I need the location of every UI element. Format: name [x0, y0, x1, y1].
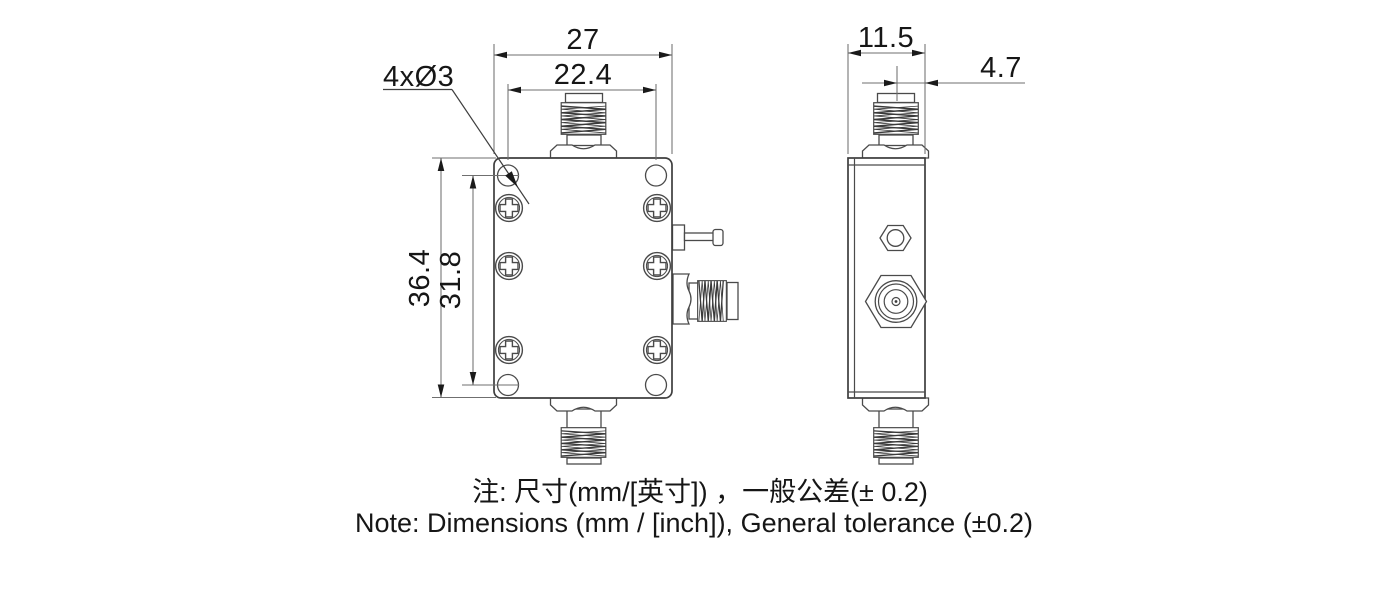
connector-cap	[726, 281, 739, 321]
connector-threads	[560, 102, 607, 135]
front-body-outline	[493, 157, 673, 399]
side-bottom-sma-connector	[861, 397, 930, 465]
side-dimensions: 11.5 4.7	[847, 22, 1025, 154]
dim-hole-spacing-h: 22.4	[554, 59, 612, 91]
connector-threads	[560, 427, 607, 458]
pin-base	[671, 224, 686, 251]
connector-threads	[697, 280, 727, 322]
sma-center-pin	[894, 300, 898, 303]
pin-rod	[683, 232, 715, 242]
pin-hole	[886, 229, 905, 247]
phillips-screw	[494, 251, 524, 281]
dim-arrow	[659, 51, 672, 59]
connector-threads	[873, 427, 919, 458]
dim-arrow	[437, 158, 445, 171]
pin-cap	[712, 228, 724, 247]
dim-arrow	[925, 79, 938, 87]
connector-cap	[566, 457, 602, 465]
connector-hex-nut	[549, 397, 618, 412]
sma-ring	[877, 283, 915, 320]
dim-front-height: 36.4	[404, 249, 436, 307]
mounting-hole	[644, 164, 668, 187]
mounting-hole	[644, 373, 668, 397]
dim-connector-offset: 4.7	[980, 52, 1022, 84]
dim-arrow	[508, 86, 521, 94]
dim-front-width: 27	[566, 24, 599, 56]
connector-hex-nut	[549, 144, 618, 159]
connector-threads	[873, 102, 919, 135]
connector-cap	[876, 92, 916, 104]
dim-arrow	[469, 372, 477, 385]
phillips-screw	[642, 193, 672, 223]
note-line-english: Note: Dimensions (mm / [inch]), General …	[355, 508, 1033, 538]
sma-center-socket	[891, 296, 901, 307]
hole-callout: 4xØ3	[383, 61, 530, 205]
dim-arrow	[643, 86, 656, 94]
notes: 注: 尺寸(mm/[英寸]) ，一般公差(± 0.2) Note: Dimens…	[355, 477, 1033, 538]
dim-arrow	[884, 79, 897, 87]
dim-hole-spacing-v: 31.8	[435, 251, 467, 309]
dc-pin-front-face	[879, 224, 912, 252]
note-line-chinese: 注: 尺寸(mm/[英寸]) ，一般公差(± 0.2)	[472, 477, 928, 507]
side-top-sma-connector	[861, 92, 930, 159]
phillips-screw	[494, 335, 524, 365]
connector-hex-nut	[672, 273, 692, 325]
dc-feedthrough-pin	[671, 224, 724, 251]
front-top-sma-connector	[549, 92, 618, 159]
dim-hole-callout: 4xØ3	[383, 61, 454, 93]
connector-neck	[566, 408, 602, 429]
connector-hex-nut	[861, 397, 930, 412]
dim-arrow	[912, 49, 925, 57]
side-view	[847, 92, 930, 465]
front-side-sma-connector	[672, 273, 739, 325]
dim-arrow	[437, 384, 445, 398]
dim-arrow	[494, 51, 507, 59]
phillips-screw	[642, 251, 672, 281]
connector-cap	[878, 457, 914, 465]
phillips-screw	[642, 335, 672, 365]
phillips-screw	[494, 193, 524, 223]
front-dimensions: 27 22.4 36.4 31.8 4xØ3	[383, 24, 673, 399]
leader-arrow	[505, 171, 518, 188]
connector-neck	[878, 134, 914, 147]
dim-side-depth: 11.5	[858, 22, 914, 54]
connector-cap	[564, 92, 604, 104]
sma-dielectric	[883, 289, 909, 314]
front-bottom-sma-connector	[549, 397, 618, 465]
sma-front-face	[864, 274, 928, 329]
connector-neck	[878, 408, 914, 429]
dim-arrow	[848, 49, 861, 57]
front-view	[493, 92, 739, 465]
connector-neck	[566, 134, 602, 147]
connector-hex-nut	[861, 144, 930, 159]
dim-arrow	[469, 175, 477, 189]
